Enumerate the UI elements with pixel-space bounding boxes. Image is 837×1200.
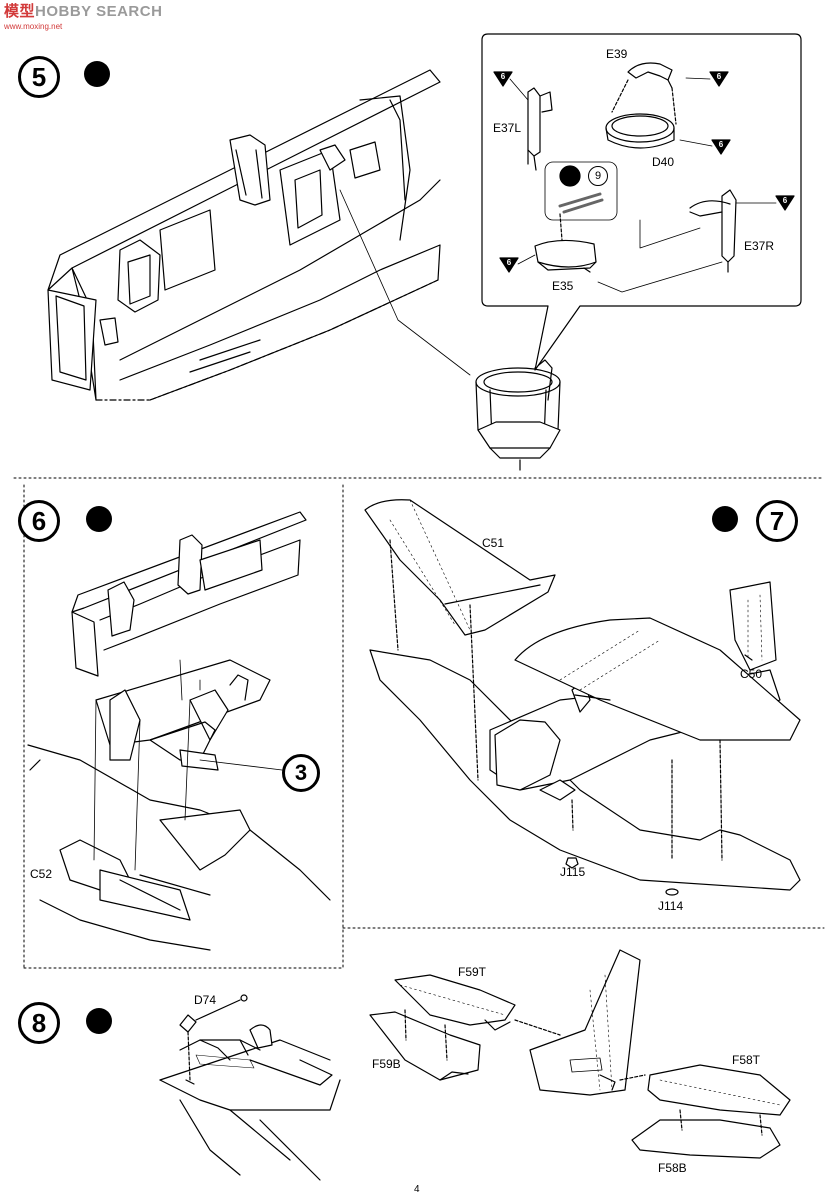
step-7-number: 7 (756, 500, 798, 542)
cement-icon (84, 61, 110, 87)
part-label-e37r: E37R (744, 239, 775, 253)
part-label-e37l: E37L (493, 121, 522, 135)
part-label-j115: J115 (560, 865, 586, 879)
step-6-number: 6 (18, 500, 60, 542)
paint-triangle-e37r: 6 (782, 196, 788, 205)
step-8-number: 8 (18, 1002, 60, 1044)
part-label-e35: E35 (552, 279, 574, 293)
page-number: 4 (414, 1184, 420, 1195)
watermark-url: www.moxing.net (4, 22, 63, 31)
part-label-j114: J114 (658, 899, 684, 913)
part-label-c51: C51 (482, 536, 505, 550)
reference-step-3: 3 (282, 754, 320, 792)
watermark-english: HOBBY SEARCH (35, 3, 163, 20)
step7-drawing (364, 499, 801, 896)
paint-triangle-e39: 6 (716, 72, 722, 81)
part-label-f59t: F59T (458, 965, 487, 979)
step8-drawing (159, 949, 791, 1181)
step6-drawing (27, 511, 331, 951)
cement-icon (712, 506, 738, 532)
part-label-f58t: F58T (732, 1053, 761, 1067)
step5-fuselage-drawing (47, 69, 471, 401)
paint-triangle-e37l: 6 (500, 72, 506, 81)
step5-callout-parts (493, 62, 795, 293)
paint-triangle-e35: 6 (506, 258, 512, 267)
part-label-f59b: F59B (372, 1057, 401, 1071)
paint-color-reference: 9 (588, 166, 608, 186)
step-5-number: 5 (18, 56, 60, 98)
cement-icon (86, 1008, 112, 1034)
paint-triangle-d40: 6 (718, 140, 724, 149)
watermark-logo: 模型HOBBY SEARCH (4, 4, 162, 19)
part-label-c52: C52 (30, 867, 53, 881)
step5-callout-box (481, 33, 802, 371)
part-label-e39: E39 (606, 47, 628, 61)
part-label-d40: D40 (652, 155, 675, 169)
part-label-f58b: F58B (658, 1161, 687, 1175)
step5-seat-assembly-drawing (475, 359, 561, 471)
part-label-d74: D74 (194, 993, 217, 1007)
cement-icon (86, 506, 112, 532)
watermark-chinese: 模型 (4, 3, 36, 20)
part-label-c50: C50 (740, 667, 763, 681)
panel-dividers (13, 477, 825, 969)
